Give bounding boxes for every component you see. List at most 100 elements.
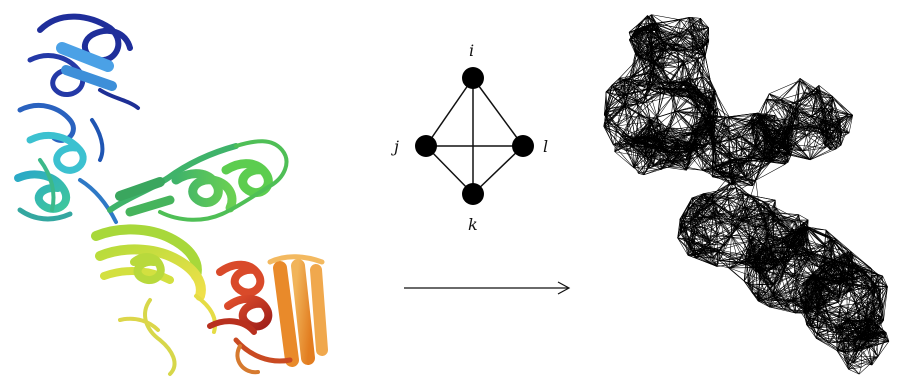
mesh-edge	[653, 60, 663, 68]
mesh-edge	[806, 135, 834, 140]
mesh-edge	[716, 158, 736, 171]
mesh-edge	[779, 111, 798, 139]
mesh-edge	[643, 40, 663, 64]
mesh-edge	[747, 234, 770, 250]
mesh-edge	[772, 275, 795, 286]
mesh-edge	[691, 193, 704, 199]
mesh-edge	[668, 70, 700, 84]
mesh-edge	[712, 181, 733, 203]
mesh-edge	[694, 133, 714, 145]
mesh-edge	[690, 217, 703, 248]
mesh-edge	[820, 122, 826, 148]
mesh-edge	[643, 95, 673, 104]
mesh-edge	[694, 234, 718, 244]
mesh-edge	[832, 115, 853, 140]
mesh-edge	[643, 15, 648, 27]
mesh-edge	[772, 292, 774, 297]
mesh-edge	[651, 50, 679, 64]
mesh-edge	[652, 24, 663, 41]
mesh-edge	[692, 17, 709, 29]
mesh-edge	[760, 104, 791, 116]
mesh-edge	[749, 212, 772, 235]
mesh-edge	[760, 114, 785, 120]
mesh-edge	[720, 141, 736, 160]
mesh-edge	[687, 251, 719, 256]
mesh-edge	[689, 239, 703, 248]
mesh-edge	[741, 218, 765, 222]
mesh-edge	[756, 258, 780, 266]
mesh-edge	[763, 201, 765, 227]
mesh-edge	[818, 85, 833, 97]
mesh-edge	[702, 193, 719, 214]
mesh-edge	[678, 58, 692, 68]
mesh-edge	[643, 166, 670, 176]
mesh-edge	[766, 128, 787, 137]
mesh-edge	[797, 111, 829, 125]
mesh-edge	[661, 67, 675, 95]
mesh-edge	[713, 138, 730, 145]
mesh-edge	[795, 135, 807, 146]
mesh-edge	[732, 157, 749, 182]
mesh-edge	[695, 144, 715, 163]
mesh-edge	[604, 114, 632, 117]
mesh-edge	[676, 44, 692, 59]
mesh-edge	[782, 238, 785, 272]
mesh-edge	[678, 56, 706, 68]
mesh-edge	[769, 306, 796, 314]
mesh-edge	[653, 61, 684, 65]
node-label-k: k	[468, 215, 478, 234]
mesh-edge	[726, 197, 755, 200]
mesh-edge	[704, 43, 708, 57]
mesh-edge	[770, 152, 790, 163]
mesh-edge	[763, 130, 789, 148]
mesh-edge	[702, 193, 711, 199]
mesh-edge	[747, 267, 757, 285]
mesh-edge	[717, 225, 736, 253]
mesh-edge	[747, 130, 764, 158]
mesh-edge	[755, 234, 770, 258]
mesh-edge	[709, 197, 728, 200]
mesh-edge	[821, 120, 826, 123]
mesh-edge	[624, 106, 634, 140]
mesh-edge	[660, 146, 689, 166]
mesh-edge	[636, 130, 666, 143]
mesh-edge	[722, 158, 736, 177]
mesh-edge	[768, 234, 785, 253]
mesh-edge	[728, 131, 749, 158]
mesh-edge	[656, 138, 665, 149]
mesh-edge	[653, 165, 687, 171]
mesh-edge	[848, 115, 853, 133]
mesh-edge	[810, 147, 826, 161]
mesh-edge	[716, 159, 731, 171]
mesh-edge	[820, 122, 828, 130]
mesh-edge	[605, 112, 630, 138]
mesh-edge	[654, 41, 664, 62]
mesh-edge	[744, 207, 772, 213]
node-label-l: l	[543, 137, 548, 156]
mesh-edge	[702, 216, 735, 226]
mesh-edge	[792, 237, 808, 241]
mesh-edge	[745, 258, 780, 263]
mesh-edge	[690, 201, 714, 219]
mesh-edge	[665, 130, 695, 135]
mesh-edge	[717, 107, 730, 118]
mesh-edge	[690, 97, 707, 114]
mesh-edge	[751, 259, 755, 293]
mesh-edge	[690, 202, 696, 227]
mesh-edge	[810, 148, 837, 161]
mesh-edge	[835, 132, 843, 150]
mesh-edge	[624, 106, 630, 138]
mesh-edge	[712, 187, 736, 203]
mesh-edge	[669, 166, 703, 171]
mesh-edge	[650, 73, 655, 82]
mesh-edge	[690, 97, 697, 108]
mesh-edge	[805, 228, 812, 254]
mesh-edge	[774, 92, 805, 102]
mesh-edge	[632, 132, 649, 140]
mesh-edge	[603, 126, 614, 145]
mesh-edge	[685, 145, 715, 163]
mesh-edge	[624, 78, 630, 107]
mesh-edge	[714, 90, 730, 118]
mesh-edge	[830, 117, 837, 150]
mesh-edge	[742, 148, 749, 158]
